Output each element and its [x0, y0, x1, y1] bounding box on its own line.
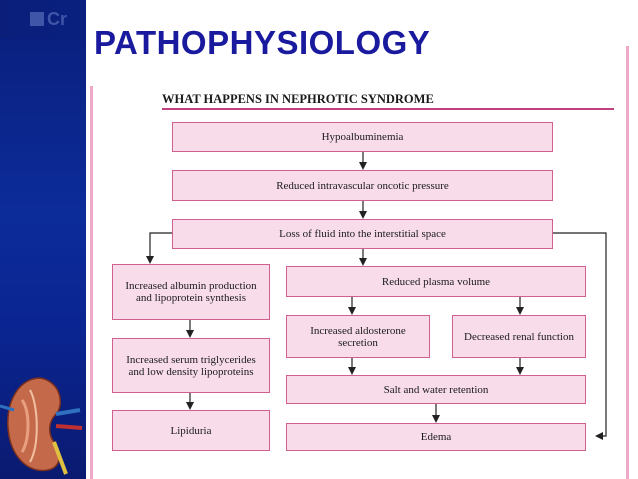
logo-text: Cr	[47, 9, 68, 29]
frame-left-border	[90, 86, 93, 479]
diagram-heading: WHAT HAPPENS IN NEPHROTIC SYNDROME	[162, 92, 434, 106]
box-loss-of-fluid: Loss of fluid into the interstitial spac…	[172, 219, 553, 249]
arrow-loss-to-edema	[553, 232, 607, 440]
box-increased-albumin: Increased albumin production and lipopro…	[112, 264, 270, 320]
box-edema: Edema	[286, 423, 586, 451]
box-reduced-oncotic-pressure: Reduced intravascular oncotic pressure	[172, 170, 553, 201]
logo-square-icon	[30, 12, 44, 26]
heading-rule	[162, 108, 614, 110]
box-salt-water-retention: Salt and water retention	[286, 375, 586, 404]
box-decreased-renal-function: Decreased renal function	[452, 315, 586, 358]
box-reduced-plasma-volume: Reduced plasma volume	[286, 266, 586, 297]
kidney-icon	[0, 377, 83, 475]
box-lipiduria: Lipiduria	[112, 410, 270, 451]
title-panel	[86, 0, 638, 82]
box-increased-serum: Increased serum triglycerides and low de…	[112, 338, 270, 393]
box-increased-aldosterone: Increased aldosterone secretion	[286, 315, 430, 358]
arrow-loss-to-albumin	[146, 232, 172, 264]
logo: Cr	[30, 9, 67, 30]
slide-title: PATHOPHYSIOLOGY	[94, 24, 431, 61]
box-hypoalbuminemia: Hypoalbuminemia	[172, 122, 553, 152]
frame-right-border	[626, 46, 629, 479]
